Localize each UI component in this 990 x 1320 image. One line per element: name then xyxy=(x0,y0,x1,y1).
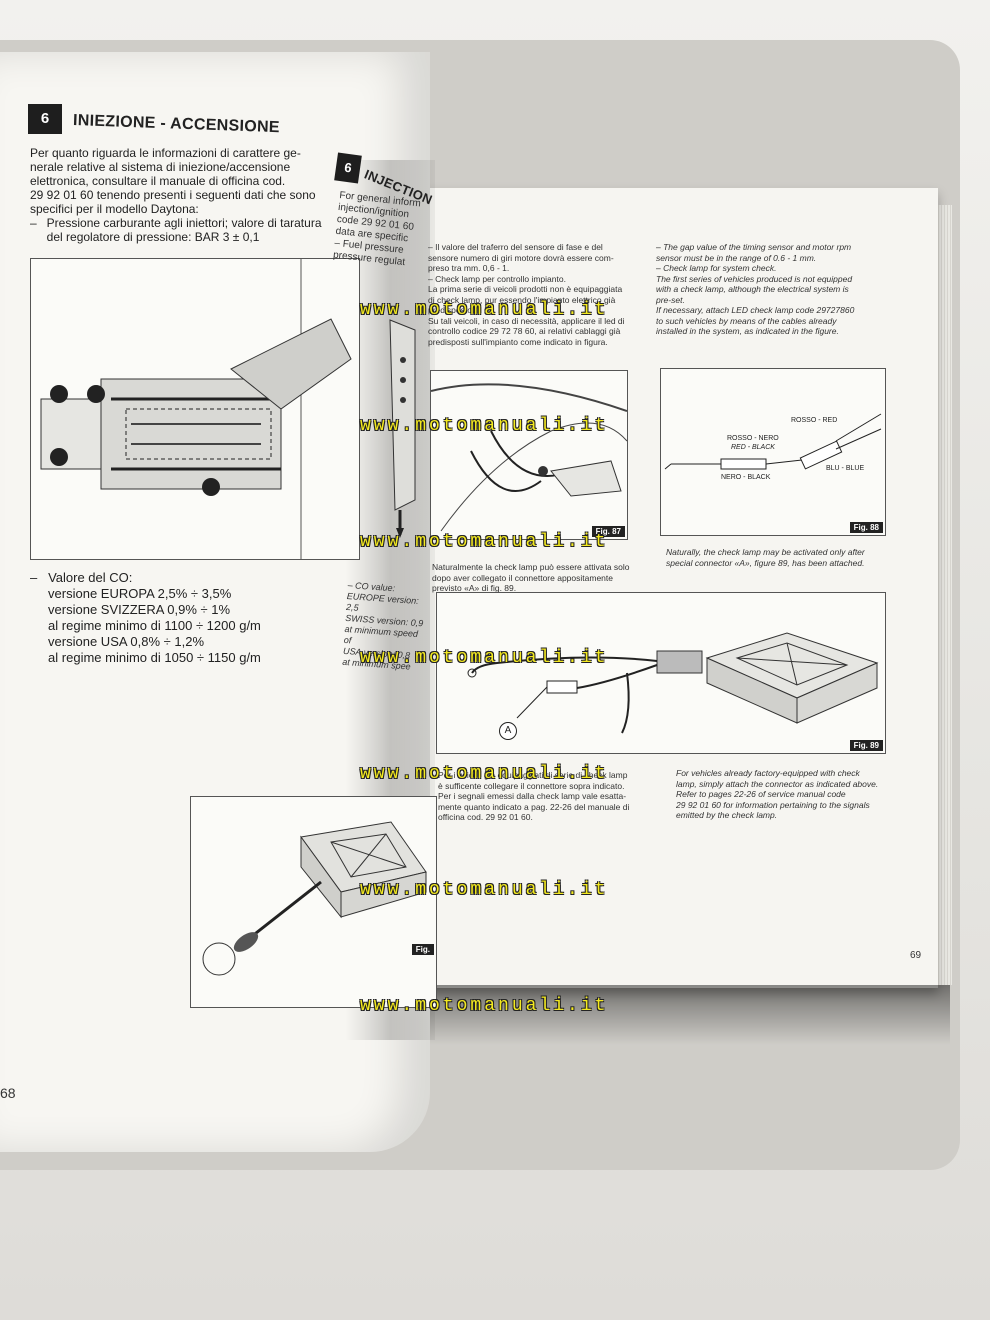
it-line: controllo codice 29 72 78 60, ai relativ… xyxy=(428,326,621,336)
wire-label: RED - BLACK xyxy=(731,444,775,451)
english-intro-fragment: For general inform injection/ignition co… xyxy=(332,190,429,271)
right-page-number: 69 xyxy=(910,950,922,961)
intro-line: specifici per il modello Daytona: xyxy=(30,202,199,216)
fig87-label: Fig. 87 xyxy=(591,526,625,537)
injector-drawing xyxy=(40,259,352,559)
left-page-number: 68 xyxy=(0,1085,16,1101)
english-bottom-paragraph: For vehicles already factory-equipped wi… xyxy=(676,768,888,821)
it-line: preso tra mm. 0,6 - 1. xyxy=(428,263,510,273)
it-line: – Check lamp per controllo impianto. xyxy=(428,273,566,284)
watermark-text: www.motomanuali.it xyxy=(360,416,609,436)
injector-side-drawing xyxy=(389,319,416,538)
en-line: to such vehicles by means of the cables … xyxy=(656,315,837,326)
it-line: predisposto. xyxy=(428,305,475,315)
en-line: with a check lamp, although the electric… xyxy=(656,284,849,294)
fig89-drawing xyxy=(467,632,879,734)
wire-label: NERO - BLACK xyxy=(721,474,771,481)
en-line: If necessary, attach LED check lamp code… xyxy=(656,305,855,315)
en-line: 29 92 01 60 for information pertaining t… xyxy=(676,799,870,810)
watermark-text: www.motomanuali.it xyxy=(360,880,609,900)
connector-a-callout: A xyxy=(499,722,517,740)
watermark-text: www.motomanuali.it xyxy=(360,648,609,668)
co-line: versione EUROPA 2,5% ÷ 3,5% xyxy=(30,586,232,601)
it-line: – Il valore del traferro del sensore di … xyxy=(428,242,603,252)
intro-line: elettronica, consultare il manuale di of… xyxy=(30,174,286,188)
fig88-label: Fig. 88 xyxy=(849,522,883,533)
co-line: – Valore del CO: xyxy=(30,570,133,585)
section-number-box: 6 xyxy=(28,104,62,134)
co-line: al regime minimo di 1100 ÷ 1200 g/m xyxy=(30,618,261,633)
co-line: al regime minimo di 1050 ÷ 1150 g/m xyxy=(30,650,261,665)
fig87-drawing xyxy=(430,383,628,532)
en-line: – The gap value of the timing sensor and… xyxy=(656,242,852,252)
en-line: special connector «A», figure 89, has be… xyxy=(666,557,865,568)
it-line: mente quanto indicato a pag. 22-26 del m… xyxy=(438,801,630,812)
it-line: Naturalmente la check lamp può essere at… xyxy=(432,562,630,572)
en-line: lamp, simply attach the connector as ind… xyxy=(676,778,879,789)
it-line: è sufficente collegare il connettore sop… xyxy=(438,780,625,791)
fig88-drawing xyxy=(664,413,882,470)
intro-paragraph: Per quanto riguarda le informazioni di c… xyxy=(30,146,330,244)
en-line: sensor must be in the range of 0.6 - 1 m… xyxy=(656,252,817,263)
control-unit-figure: Fig. xyxy=(190,796,437,1008)
en-line: installed in the system, as indicated in… xyxy=(656,326,839,336)
english-after-fig: Naturally, the check lamp may be activat… xyxy=(666,547,886,568)
watermark-text: www.motomanuali.it xyxy=(360,300,609,320)
wire-label: ROSSO - RED xyxy=(791,417,838,424)
co-line: versione USA 0,8% ÷ 1,2% xyxy=(30,634,205,649)
co-values-block: – Valore del CO: versione EUROPA 2,5% ÷ … xyxy=(30,570,330,666)
figure-88: ROSSO - RED ROSSO - NERO RED - BLACK BLU… xyxy=(660,368,886,536)
it-line: previsto «A» di fig. 89. xyxy=(432,583,517,593)
en-line: The first series of vehicles produced is… xyxy=(656,273,853,284)
control-unit-drawing xyxy=(202,821,427,976)
italian-column-top: – Il valore del traferro del sensore di … xyxy=(428,242,643,347)
figure-87: Fig. 87 xyxy=(430,370,628,540)
intro-line: 29 92 01 60 tenendo presenti i seguenti … xyxy=(30,188,316,202)
wire-label: ROSSO - NERO xyxy=(727,435,779,442)
watermark-text: www.motomanuali.it xyxy=(360,532,609,552)
it-line: di check lamp, pur essendo l'impianto el… xyxy=(428,294,616,305)
it-line: officina cod. 29 92 01 60. xyxy=(438,812,533,822)
intro-line: nerale relative al sistema di iniezione/… xyxy=(30,160,291,174)
en-line: For vehicles already factory-equipped wi… xyxy=(676,768,860,778)
pressure-line: del regolatore di pressione: BAR 3 ± 0,1 xyxy=(30,230,260,244)
it-line: Per i veicoli già equipaggiati di serie … xyxy=(438,770,628,780)
en-line: – Check lamp for system check. xyxy=(656,263,777,273)
book-bottom-shadow xyxy=(350,985,950,1045)
it-line: Per i segnali emessi dalla check lamp va… xyxy=(438,791,627,801)
fig89-label: Fig. 89 xyxy=(849,740,883,751)
watermark-text: www.motomanuali.it xyxy=(360,764,609,784)
it-line: Su tali veicoli, in caso di necessità, a… xyxy=(428,315,625,326)
section-number-box-right: 6 xyxy=(334,152,362,184)
en-line: emitted by the check lamp. xyxy=(676,810,778,820)
en-line: Naturally, the check lamp may be activat… xyxy=(666,547,865,557)
co-line: versione SVIZZERA 0,9% ÷ 1% xyxy=(30,602,231,617)
it-line: dopo aver collegato il connettore apposi… xyxy=(432,572,613,583)
figure-label: Fig. xyxy=(411,944,434,955)
italian-bottom-paragraph: Per i veicoli già equipaggiati di serie … xyxy=(438,770,653,823)
pressure-line: – Pressione carburante agli iniettori; v… xyxy=(30,216,322,230)
injector-figure xyxy=(30,258,360,560)
it-line: sensore numero di giri motore dovrà esse… xyxy=(428,252,614,263)
italian-after-fig: Naturalmente la check lamp può essere at… xyxy=(432,562,642,594)
en-line: pre-set. xyxy=(656,294,685,305)
figure-89: A Fig. 89 xyxy=(436,592,886,754)
intro-line: Per quanto riguarda le informazioni di c… xyxy=(30,146,301,160)
it-line: predisposti sull'impianto come indicato … xyxy=(428,336,608,347)
en-line: Refer to pages 22-26 of service manual c… xyxy=(676,789,846,799)
watermark-text: www.motomanuali.it xyxy=(360,996,609,1016)
it-line: La prima serie di veicoli prodotti non è… xyxy=(428,284,623,294)
english-column-top: – The gap value of the timing sensor and… xyxy=(656,242,891,337)
wire-label: BLU - BLUE xyxy=(826,465,865,472)
injector-side-figure xyxy=(370,300,430,540)
